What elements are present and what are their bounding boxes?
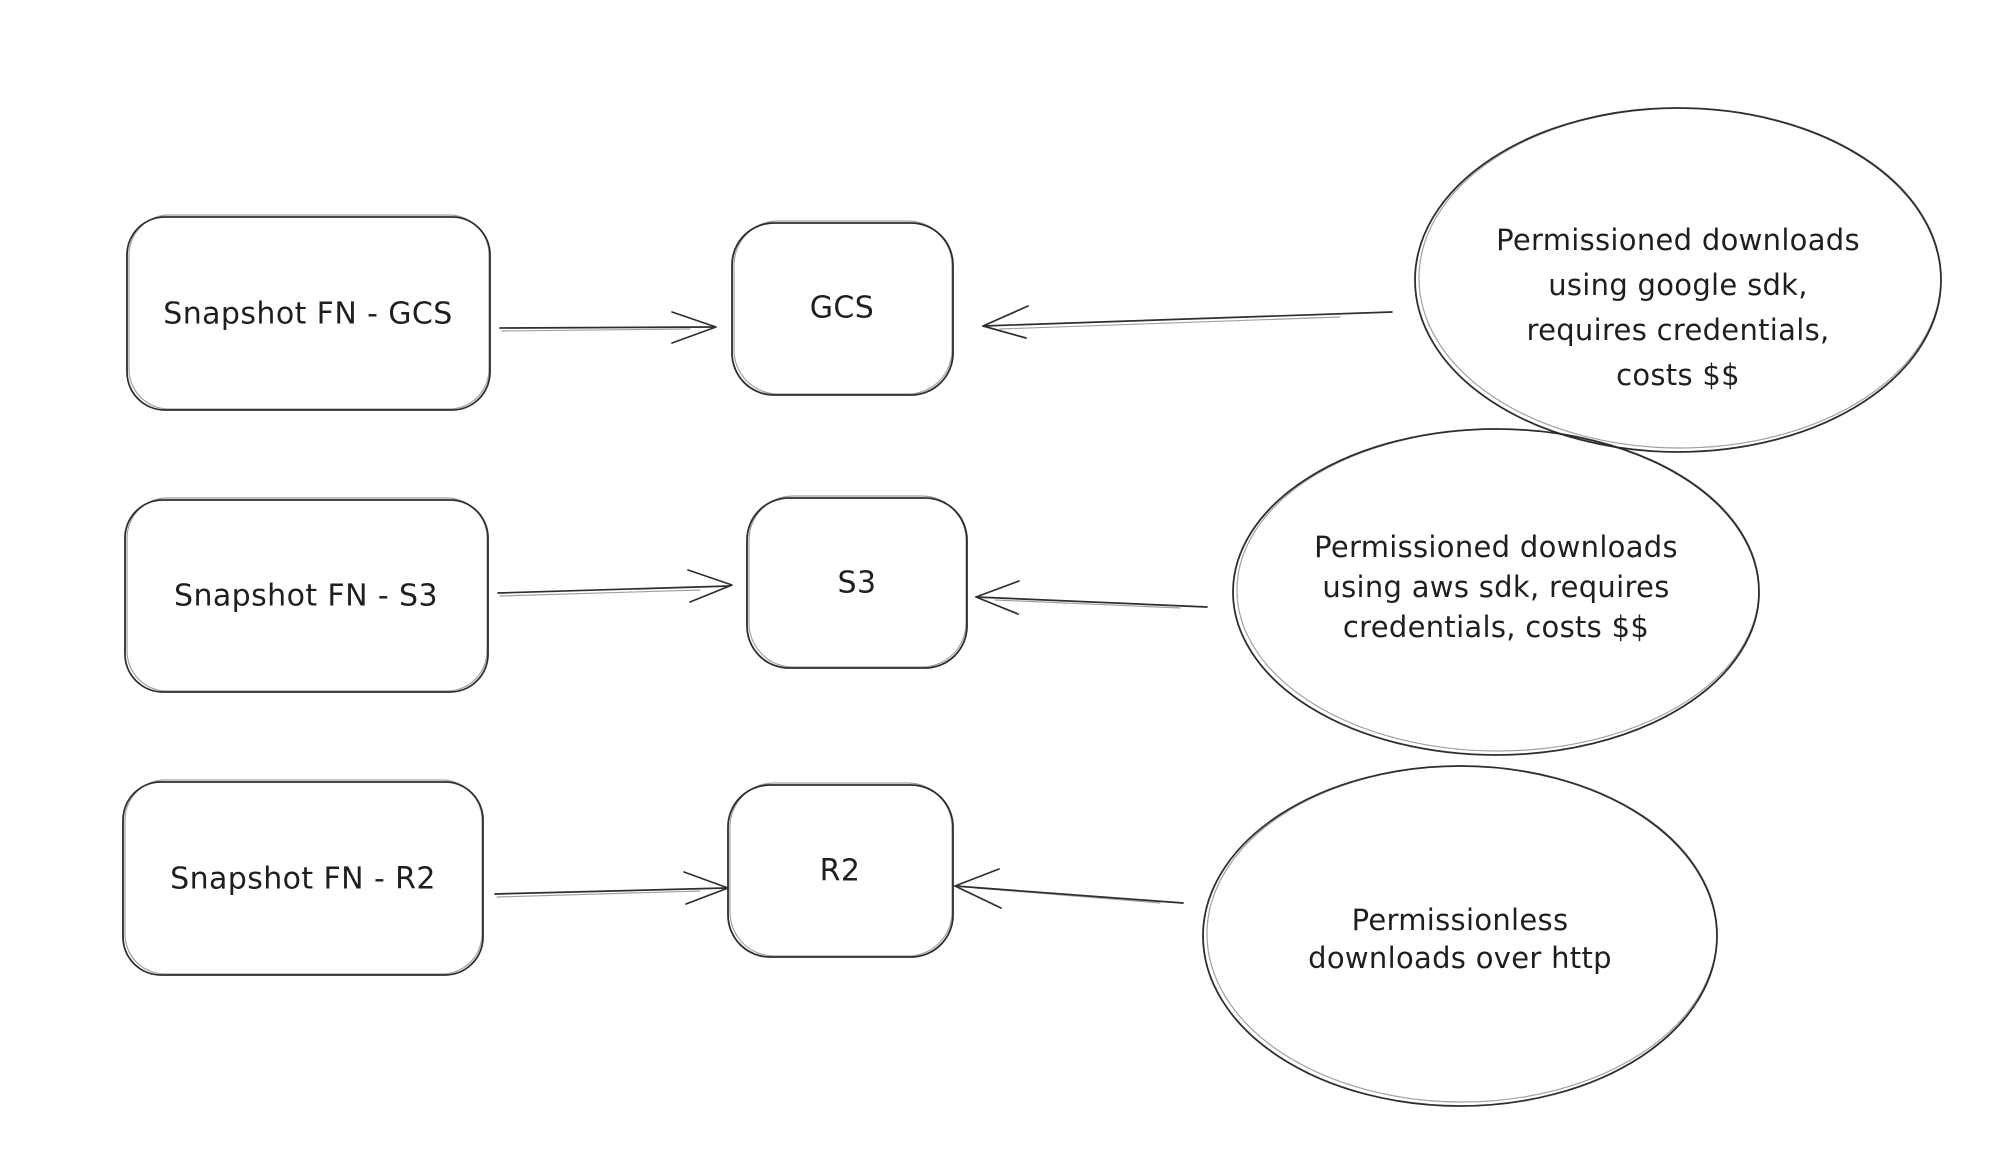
arrow-snapshot-s3-to-s3 <box>497 569 733 603</box>
s3-box-shape <box>746 497 968 669</box>
snapshot-fn-gcs-label: Snapshot FN - GCS <box>163 296 453 332</box>
r2-box-shape-sketchline <box>729 782 953 957</box>
note-gcs-line-4: costs $$ <box>1616 358 1740 392</box>
arrow-note-gcs-to-gcs <box>982 305 1393 339</box>
arrow-note-s3-to-s3 <box>975 580 1208 615</box>
gcs-box-shape-sketchline <box>733 220 953 395</box>
snapshot-fn-r2-label: Snapshot FN - R2 <box>170 861 436 897</box>
note-gcs-line-1: Permissioned downloads <box>1496 223 1860 257</box>
snapshot-fn-s3-shape <box>124 499 489 693</box>
snapshot-fn-s3-label: Snapshot FN - S3 <box>174 578 438 614</box>
note-r2-ellipse-shape <box>1202 765 1718 1107</box>
snapshot-fn-s3-shape-sketchline <box>126 497 488 692</box>
note-gcs-ellipse-sketchline <box>1418 107 1942 449</box>
snapshot-fn-gcs-shape <box>126 216 491 411</box>
arrow-snapshot-gcs-to-gcs <box>499 311 717 344</box>
arrow-snapshot-r2-to-r2 <box>494 871 729 905</box>
s3-box-label: S3 <box>837 565 877 601</box>
snapshot-fn-r2-shape-sketchline <box>124 779 483 975</box>
note-gcs-ellipse-shape <box>1414 107 1942 453</box>
snapshot-fn-r2-shape <box>122 781 484 976</box>
gcs-box-shape <box>731 222 954 396</box>
note-s3-ellipse-sketchline <box>1236 428 1760 752</box>
note-r2-text: Permissionless downloads over http <box>1308 901 1612 977</box>
note-s3-line-1: Permissioned downloads <box>1314 530 1678 564</box>
gcs-box-label: GCS <box>809 290 875 326</box>
note-s3-line-2: using aws sdk, requires <box>1322 570 1670 604</box>
r2-box-label: R2 <box>819 853 861 889</box>
note-gcs-line-2: using google sdk, <box>1548 268 1808 302</box>
note-r2-line-1: Permissionless <box>1351 903 1569 937</box>
note-r2-ellipse-sketchline <box>1206 765 1718 1103</box>
note-s3-ellipse-shape <box>1232 428 1760 756</box>
note-s3-text: Permissioned downloads using aws sdk, re… <box>1314 527 1678 647</box>
note-s3-line-3: credentials, costs $$ <box>1342 610 1650 644</box>
note-r2-line-2: downloads over http <box>1308 941 1612 975</box>
note-gcs-text: Permissioned downloads using google sdk,… <box>1496 218 1860 398</box>
note-gcs-line-3: requires credentials, <box>1526 313 1830 347</box>
arrow-note-r2-to-r2 <box>954 868 1184 909</box>
r2-box-shape <box>727 784 954 958</box>
snapshot-fn-gcs-shape-sketchline <box>128 214 490 410</box>
s3-box-shape-sketchline <box>748 495 967 668</box>
